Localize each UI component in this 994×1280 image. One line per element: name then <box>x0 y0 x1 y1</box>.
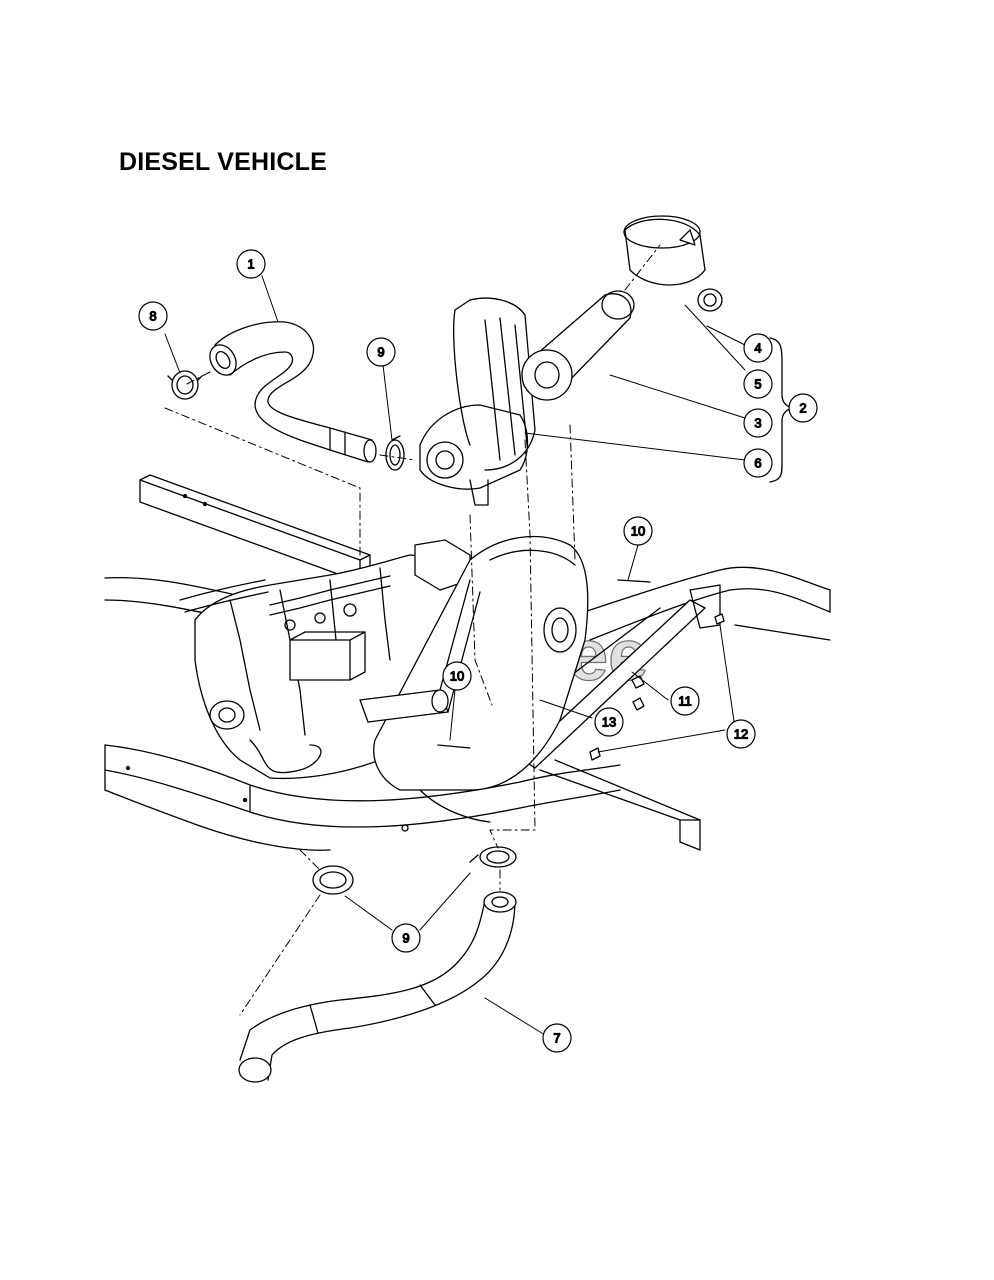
callout-8-label: 8 <box>149 309 156 324</box>
engine-assembly <box>179 535 589 832</box>
callout-7: 7 <box>542 1023 572 1053</box>
callout-2: 2 <box>788 393 818 423</box>
callout-8: 8 <box>138 301 168 331</box>
hose-clamp-9-lower <box>312 846 517 895</box>
callout-4-label: 4 <box>754 341 761 356</box>
lower-intake-hose <box>238 891 517 1083</box>
callout-10-lower: 10 <box>442 661 472 691</box>
callout-12: 12 <box>726 719 756 749</box>
callout-11-label: 11 <box>678 694 692 709</box>
alignment-lines <box>164 244 661 1016</box>
air-cleaner-cover <box>623 215 706 286</box>
callout-5: 5 <box>743 369 773 399</box>
callouts: 1 2 3 4 5 6 7 8 9 9 10 10 11 12 13 <box>138 249 818 1053</box>
callout-10-upper-label: 10 <box>631 524 645 539</box>
callout-10-upper: 10 <box>623 516 653 546</box>
callout-6-label: 6 <box>754 456 761 471</box>
filter-element <box>521 290 635 401</box>
callout-7-label: 7 <box>553 1031 560 1046</box>
callout-11: 11 <box>670 686 700 716</box>
callout-3-label: 3 <box>754 416 761 431</box>
callout-3: 3 <box>743 408 773 438</box>
callout-5-label: 5 <box>754 377 761 392</box>
callout-9-lower-label: 9 <box>402 931 409 946</box>
callout-13: 13 <box>594 707 624 737</box>
callout-9-upper: 9 <box>366 337 396 367</box>
callout-4: 4 <box>743 333 773 363</box>
hose-clamp-9-upper <box>385 435 405 471</box>
callout-2-label: 2 <box>799 401 806 416</box>
vacuator-valve <box>697 288 723 312</box>
hose-clamp-8 <box>167 370 203 400</box>
callout-10-lower-label: 10 <box>450 669 464 684</box>
callout-12-label: 12 <box>734 727 748 742</box>
diagram-title: DIESEL VEHICLE <box>119 148 327 176</box>
callout-1: 1 <box>236 249 266 279</box>
callout-9-lower: 9 <box>391 923 421 953</box>
air-cleaner-housing <box>419 297 536 506</box>
callout-13-label: 13 <box>602 715 616 730</box>
callout-9-upper-label: 9 <box>377 345 384 360</box>
callout-1-label: 1 <box>247 257 254 272</box>
callout-6: 6 <box>743 448 773 478</box>
vehicle-frame <box>104 474 831 851</box>
leader-lines <box>164 275 746 1036</box>
upper-intake-hose <box>209 321 377 463</box>
